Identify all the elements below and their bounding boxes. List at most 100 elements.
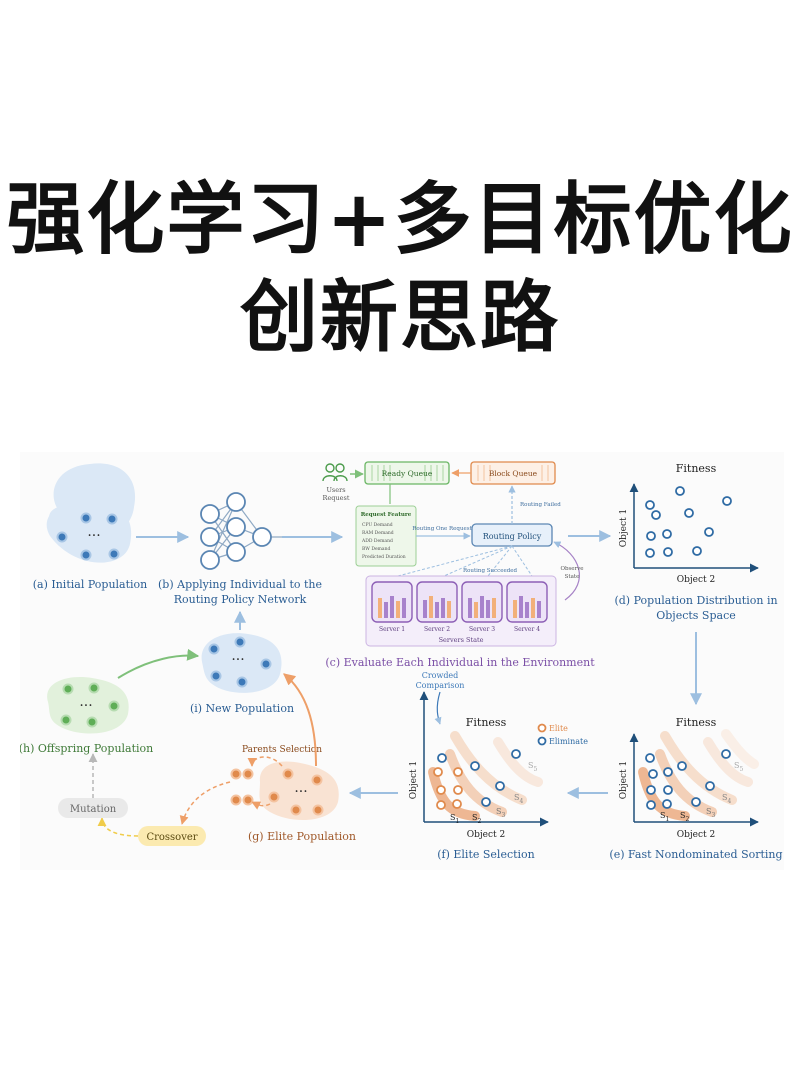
- request-feature-item: RAM Demand: [362, 530, 394, 536]
- caption-f: (f) Elite Selection: [437, 848, 535, 861]
- individual-point: [648, 769, 658, 779]
- users-icon: [325, 463, 335, 473]
- individual-point: [663, 785, 673, 795]
- caption-d-line2: Objects Space: [656, 609, 736, 622]
- elite-point: [452, 799, 462, 809]
- individual-point: [645, 753, 655, 763]
- individual-point: [663, 547, 673, 557]
- front-label: S5: [528, 761, 537, 773]
- front-label: S1: [660, 811, 669, 823]
- population-dot: [106, 513, 118, 525]
- routing-failed-label: Routing Failed: [520, 502, 561, 508]
- front-label: S4: [514, 793, 523, 805]
- server-label: Server 4: [514, 626, 540, 633]
- individual-point: [645, 548, 655, 558]
- comparison-label: Comparison: [416, 681, 465, 690]
- servers-state-label: Servers State: [439, 636, 484, 644]
- network-node: [200, 527, 220, 547]
- caption-b-line1: (b) Applying Individual to the: [158, 578, 322, 591]
- routing-policy-label: Routing Policy: [483, 532, 542, 541]
- elite-dot: [312, 804, 324, 816]
- mutation-box: [58, 798, 128, 818]
- individual-point: [675, 486, 685, 496]
- individual-point: [645, 500, 655, 510]
- offspring-dot: [88, 682, 100, 694]
- elite-selection-plot: Crowded Comparison Fitness Elite Elimina…: [409, 671, 588, 840]
- individual-point: [663, 767, 673, 777]
- elite-population: ···: [179, 756, 339, 825]
- population-dot: [108, 548, 120, 560]
- front-label: S2: [680, 811, 689, 823]
- request-feature-title: Request Feature: [361, 512, 412, 518]
- crowded-label: Crowded: [422, 671, 459, 680]
- population-distribution-plot: Fitness Object 1 Object 2: [619, 462, 759, 585]
- eliminated-point: [481, 797, 491, 807]
- server-4: [506, 581, 548, 623]
- caption-i: (i) New Population: [190, 702, 294, 715]
- offspring-dot: [108, 700, 120, 712]
- front-label: S3: [706, 807, 715, 819]
- state-label: State: [565, 574, 580, 580]
- network-node: [252, 527, 272, 547]
- parent-dot: [242, 768, 254, 780]
- individual-point: [662, 799, 672, 809]
- fitness-title-f: Fitness: [466, 716, 507, 729]
- request-feature-item: CPU Demand: [362, 522, 393, 528]
- elite-point: [433, 767, 443, 777]
- parent-dot: [230, 768, 242, 780]
- population-dot: [260, 658, 272, 670]
- offspring-population: ···: [47, 677, 129, 734]
- server-1: [371, 581, 413, 623]
- offspring-dot: [62, 683, 74, 695]
- x-axis-label-e: Object 2: [677, 830, 716, 840]
- caption-d-line1: (d) Population Distribution in: [614, 594, 777, 607]
- eliminated-point: [511, 749, 521, 759]
- front-label: S3: [496, 807, 505, 819]
- request-label: Request: [323, 494, 350, 502]
- network-node: [226, 542, 246, 562]
- crossover-box: [138, 826, 206, 846]
- caption-a: (a) Initial Population: [33, 578, 148, 591]
- legend-eliminate-marker: [537, 736, 547, 746]
- eliminated-point: [470, 761, 480, 771]
- network-node: [200, 504, 220, 524]
- front-label: S4: [722, 793, 731, 805]
- individual-point: [705, 781, 715, 791]
- ready-queue-label: Ready Queue: [382, 469, 433, 478]
- population-dot: [80, 549, 92, 561]
- observe-label: Observe: [560, 566, 583, 572]
- users-label: Users: [326, 486, 345, 494]
- individual-point: [684, 508, 694, 518]
- individual-point: [704, 527, 714, 537]
- network-node: [226, 517, 246, 537]
- legend-elite: Elite: [549, 724, 568, 733]
- individual-point: [662, 529, 672, 539]
- y-axis-label-e: Object 1: [619, 761, 629, 800]
- offspring-dot: [86, 716, 98, 728]
- server-label: Server 2: [424, 626, 450, 633]
- request-feature-item: BW Demand: [362, 546, 390, 552]
- fitness-title-e: Fitness: [676, 716, 717, 729]
- nondominated-sorting-plot: Fitness Object 1 Object 2 S1 S2 S3: [619, 716, 759, 840]
- headline-line-2: 创新思路: [239, 273, 560, 363]
- caption-h: (h) Offspring Population: [20, 742, 153, 755]
- caption-g: (g) Elite Population: [248, 830, 356, 843]
- population-dot: [56, 531, 68, 543]
- elite-dot: [311, 774, 323, 786]
- individual-point: [722, 496, 732, 506]
- network-node: [200, 550, 220, 570]
- front-label: S5: [734, 761, 743, 773]
- elite-point: [436, 800, 446, 810]
- eliminated-point: [495, 781, 505, 791]
- population-dot: [234, 636, 246, 648]
- nsga-rl-diagram: ··· (a) Initial Population (b) Applying …: [20, 452, 784, 870]
- caption-c: (c) Evaluate Each Individual in the Envi…: [325, 656, 595, 669]
- individual-point: [677, 761, 687, 771]
- server-3: [461, 581, 503, 623]
- individual-point: [691, 797, 701, 807]
- parent-dot: [230, 794, 242, 806]
- legend-elite-marker: [537, 723, 547, 733]
- y-axis-label-d: Object 1: [619, 509, 629, 548]
- headline-line-1: 强化学习+多目标优化: [6, 175, 794, 265]
- environment-panel: Users Request Ready Queue Block Queue Re…: [322, 461, 612, 647]
